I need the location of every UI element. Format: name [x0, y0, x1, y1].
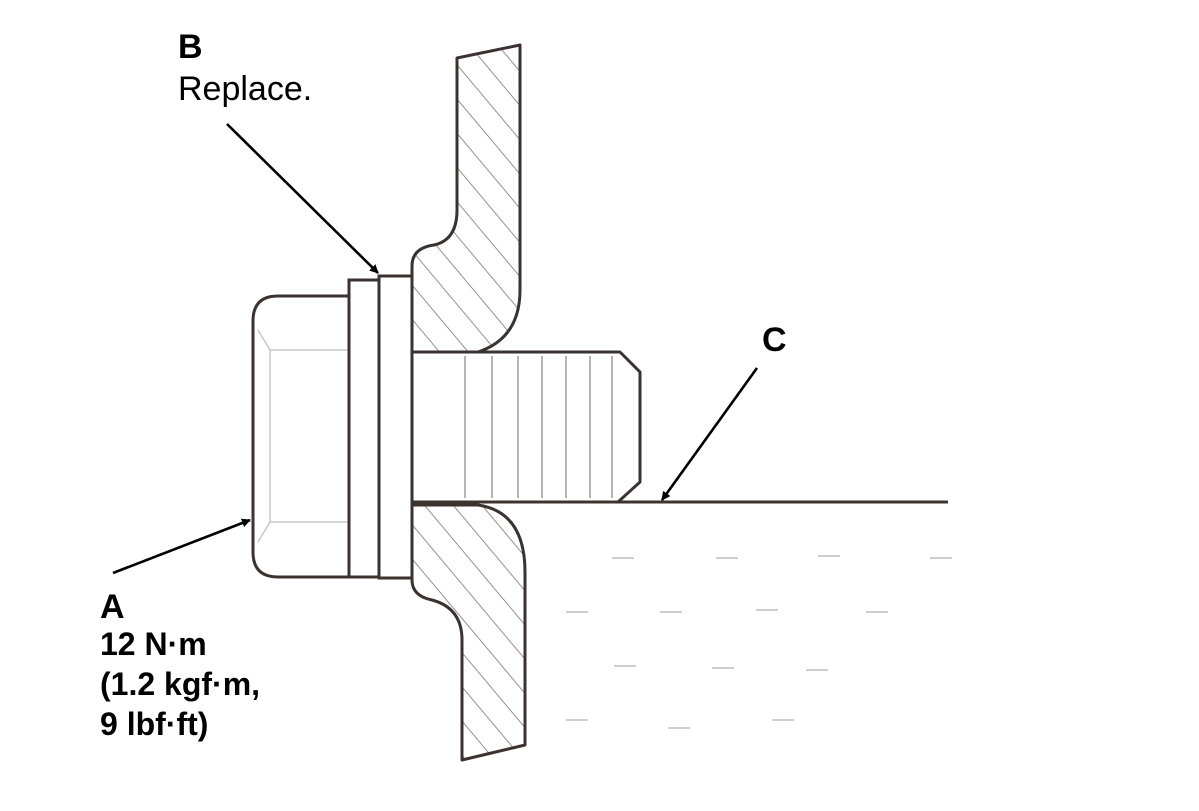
- torque-spec-lbfft: 9 lbf·ft): [100, 706, 209, 742]
- callout-c-leader: [660, 367, 759, 501]
- bolt-hex-head: [251, 294, 351, 579]
- callout-a-letter: A: [100, 588, 125, 626]
- callout-b-letter: B: [178, 28, 203, 66]
- bolt-threads: [464, 356, 613, 498]
- bolt-hex-faces: [257, 329, 349, 543]
- fluid-dashes: [566, 555, 952, 729]
- callout-b-note: Replace.: [178, 70, 313, 108]
- callout-a-leader: [112, 518, 251, 575]
- torque-spec-nm: 12 N·m: [100, 626, 207, 662]
- callout-c-letter: C: [762, 321, 787, 359]
- bolt-shank: [410, 350, 642, 504]
- pan-wall-upper: [410, 43, 522, 354]
- pan-wall-lower: [410, 503, 527, 762]
- torque-spec-kgfm: (1.2 kgf·m,: [100, 666, 261, 702]
- callout-b-leader: [226, 123, 379, 274]
- sealing-washer: [377, 274, 414, 580]
- bolt-flange: [347, 278, 381, 579]
